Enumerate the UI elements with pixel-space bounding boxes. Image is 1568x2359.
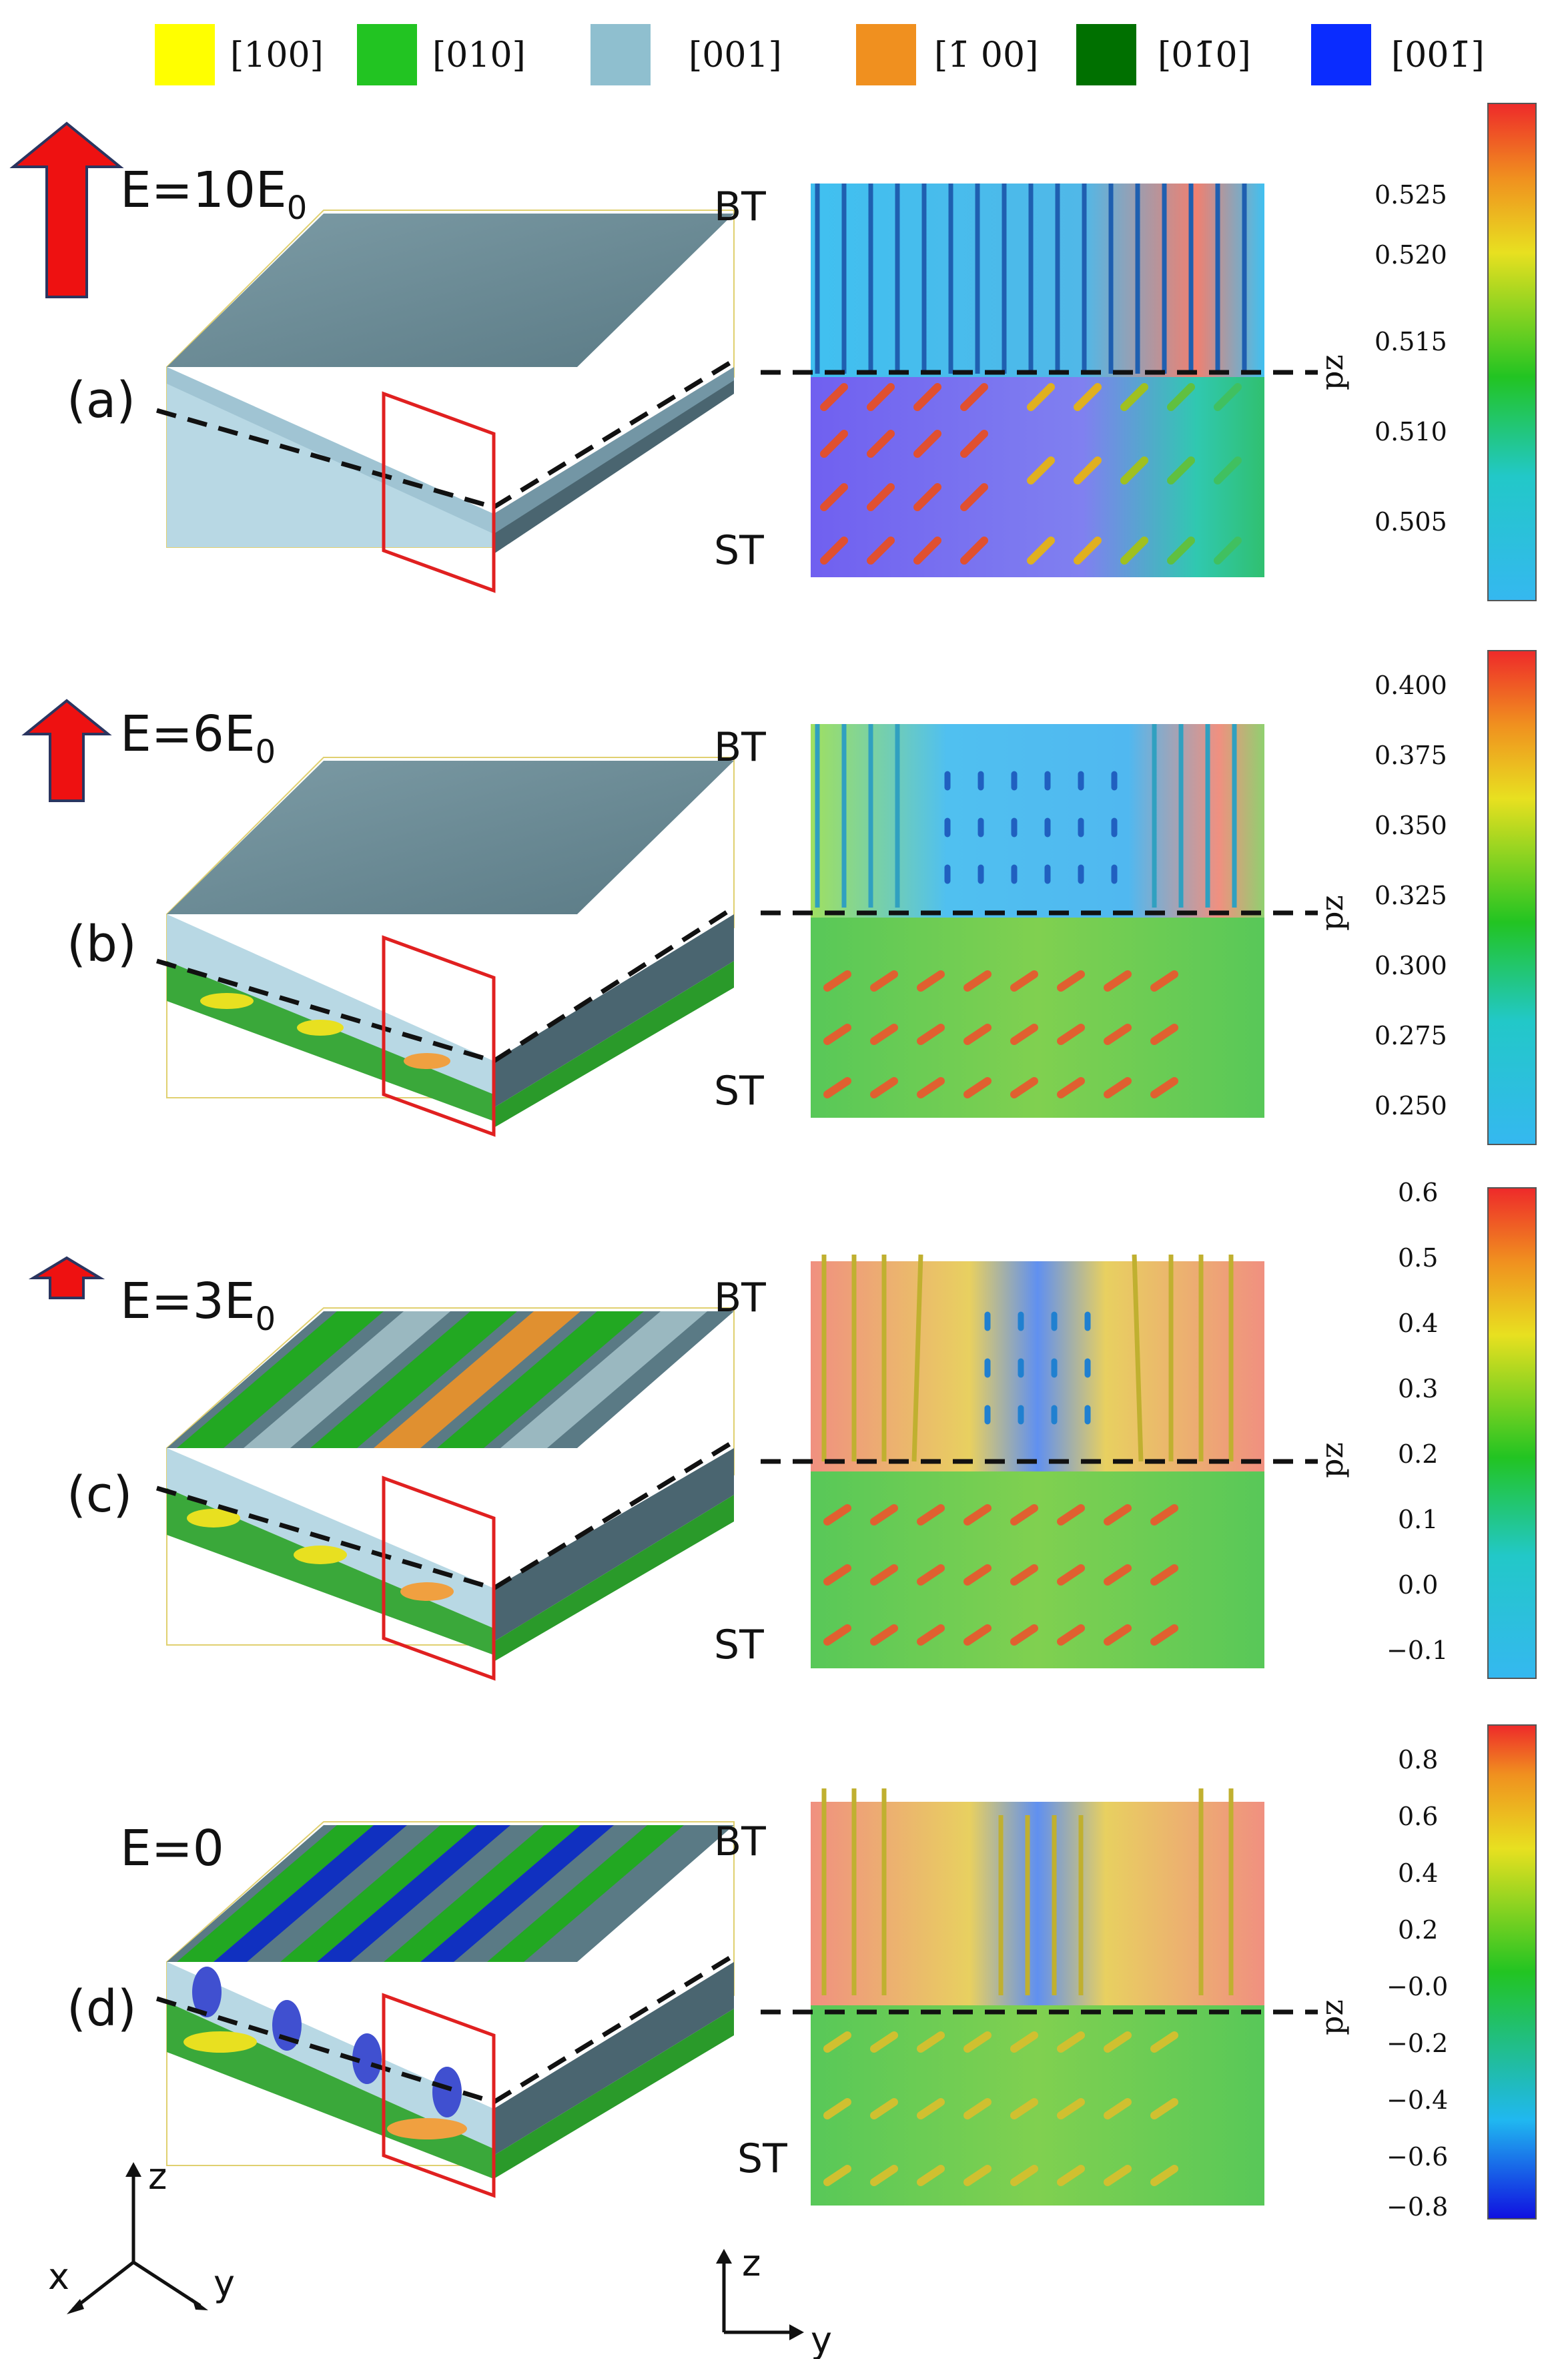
- colorbar-tick: 0.2: [1398, 1439, 1438, 1469]
- colorbar-tick: −0.1: [1387, 1636, 1448, 1665]
- field-label: E=10E0: [120, 161, 307, 227]
- arrows-bottom: [820, 383, 1242, 565]
- axis-y-label: y: [214, 2262, 235, 2304]
- legend-label-001: [001]: [689, 35, 782, 75]
- legend-item-010: [010]: [357, 24, 526, 85]
- legend-item-neg001: [001̄]: [1311, 24, 1485, 85]
- colorbar: pz 0.400 0.375 0.350 0.325 0.300 0.275 0…: [1314, 650, 1537, 1145]
- colorbar-tick: 0.1: [1398, 1505, 1438, 1534]
- colorbar-tick: 0.2: [1398, 1915, 1438, 1945]
- top-label: BT: [714, 184, 766, 230]
- colorbar-tick: −0.6: [1387, 2142, 1448, 2171]
- legend-label-neg010: [01̄0]: [1158, 35, 1251, 75]
- colorbar: pz 0.6 0.5 0.4 0.3 0.2 0.1 0.0 −0.1: [1314, 1178, 1537, 1679]
- axis-2d-z-label: z: [742, 2242, 761, 2284]
- vector-map: [761, 184, 1318, 577]
- colorbar-tick: 0.0: [1398, 1570, 1438, 1600]
- legend-label-neg001: [001̄]: [1391, 35, 1485, 75]
- legend-item-001: [001]: [591, 24, 782, 85]
- arrows-bottom: [823, 1504, 1178, 1646]
- field-label: E=3E0: [120, 1273, 276, 1338]
- colorbar-tick: 0.400: [1375, 671, 1447, 700]
- bottom-label: ST: [714, 527, 764, 574]
- colorbar-tick: −0.4: [1387, 2085, 1448, 2115]
- field-label: E=6E0: [120, 705, 276, 771]
- field-label: E=0: [120, 1820, 224, 1877]
- legend-item-neg100: [1̄ 00]: [856, 24, 1038, 85]
- legend-label-neg100: [1̄ 00]: [934, 35, 1038, 75]
- domain-box: [156, 757, 735, 1137]
- colorbar-tick: 0.3: [1398, 1374, 1438, 1403]
- arrows-center: [944, 771, 1118, 884]
- top-label: BT: [714, 724, 766, 771]
- domain-box: [155, 1821, 735, 2198]
- panel-letter: (b): [67, 916, 137, 973]
- arrows-bottom: [823, 2031, 1178, 2186]
- colorbar-label: pz: [1314, 895, 1350, 931]
- colorbar-tick: 0.275: [1375, 1021, 1447, 1050]
- colorbar-tick: 0.350: [1375, 811, 1447, 840]
- colorbar-tick: 0.525: [1375, 180, 1447, 210]
- panel-letter: (d): [67, 1980, 137, 2037]
- colorbar-tick: 0.375: [1375, 741, 1447, 770]
- vector-map: [761, 1254, 1318, 1668]
- field-arrow-icon: [21, 699, 112, 802]
- panel-letter: (a): [67, 372, 135, 429]
- colorbar-tick: 0.515: [1375, 327, 1447, 356]
- colorbar-label: pz: [1314, 1999, 1350, 2035]
- colorbar-tick: 0.4: [1398, 1309, 1438, 1338]
- colorbar-tick: −0.8: [1387, 2192, 1448, 2222]
- colorbar-tick: 0.250: [1375, 1091, 1447, 1120]
- legend-item-100: [100]: [155, 24, 324, 85]
- panel-letter: (c): [67, 1466, 132, 1524]
- arrows-bottom: [823, 970, 1178, 1098]
- legend-label-010: [010]: [432, 35, 526, 75]
- field-arrow-icon: [28, 1256, 105, 1299]
- colorbar-tick: −0.2: [1387, 2029, 1448, 2058]
- colorbar-tick: 0.5: [1398, 1243, 1438, 1273]
- panel-c: E=3E0 (c): [28, 1178, 1537, 1681]
- colorbar-tick: −0.0: [1387, 1972, 1448, 2001]
- axis-x-label: x: [48, 2256, 69, 2298]
- colorbar-tick: 0.6: [1398, 1802, 1438, 1831]
- colorbar: pz 0.525 0.520 0.515 0.510 0.505: [1314, 103, 1537, 601]
- colorbar-tick: 0.300: [1375, 951, 1447, 980]
- domain-box: [156, 1307, 735, 1681]
- colorbar-label: pz: [1314, 1442, 1350, 1478]
- field-arrow-icon: [9, 121, 124, 298]
- arrows-top: [815, 184, 1247, 374]
- bottom-label: ST: [714, 1622, 764, 1668]
- bottom-label: ST: [737, 2135, 787, 2182]
- axes-3d: [67, 2162, 208, 2314]
- colorbar-label: pz: [1314, 354, 1350, 390]
- axis-2d-y-label: y: [811, 2319, 832, 2359]
- top-label: BT: [714, 1818, 766, 1865]
- colorbar-tick: 0.520: [1375, 240, 1447, 270]
- legend-label-100: [100]: [230, 35, 324, 75]
- arrows-top: [821, 1254, 1234, 1462]
- legend-item-neg010: [01̄0]: [1076, 24, 1251, 85]
- colorbar-tick: 0.510: [1375, 417, 1447, 446]
- arrows-center: [984, 1311, 1091, 1425]
- colorbar: pz 0.8 0.6 0.4 0.2 −0.0 −0.2 −0.4 −0.6 −…: [1314, 1724, 1537, 2222]
- colorbar-tick: 0.8: [1398, 1745, 1438, 1774]
- legend: [100] [010] [001] [1̄ 00] [01̄0] [001̄]: [155, 24, 1485, 85]
- axis-z-label: z: [148, 2155, 167, 2198]
- top-label: BT: [714, 1275, 766, 1321]
- panel-a: E=10E0 (a): [9, 103, 1537, 601]
- domain-box: [156, 210, 735, 593]
- vector-map: [761, 1788, 1318, 2206]
- colorbar-tick: 0.6: [1398, 1178, 1438, 1207]
- bottom-label: ST: [714, 1068, 764, 1114]
- arrows-top: [815, 724, 1237, 908]
- panel-d: E=0 (d): [67, 1724, 1537, 2222]
- vector-map: [761, 724, 1318, 1118]
- colorbar-tick: 0.4: [1398, 1859, 1438, 1888]
- axes-2d: [716, 2249, 804, 2340]
- colorbar-tick: 0.325: [1375, 881, 1447, 910]
- panel-b: E=6E0 (b): [21, 650, 1537, 1145]
- colorbar-tick: 0.505: [1375, 507, 1447, 537]
- arrows-top: [821, 1788, 1234, 1995]
